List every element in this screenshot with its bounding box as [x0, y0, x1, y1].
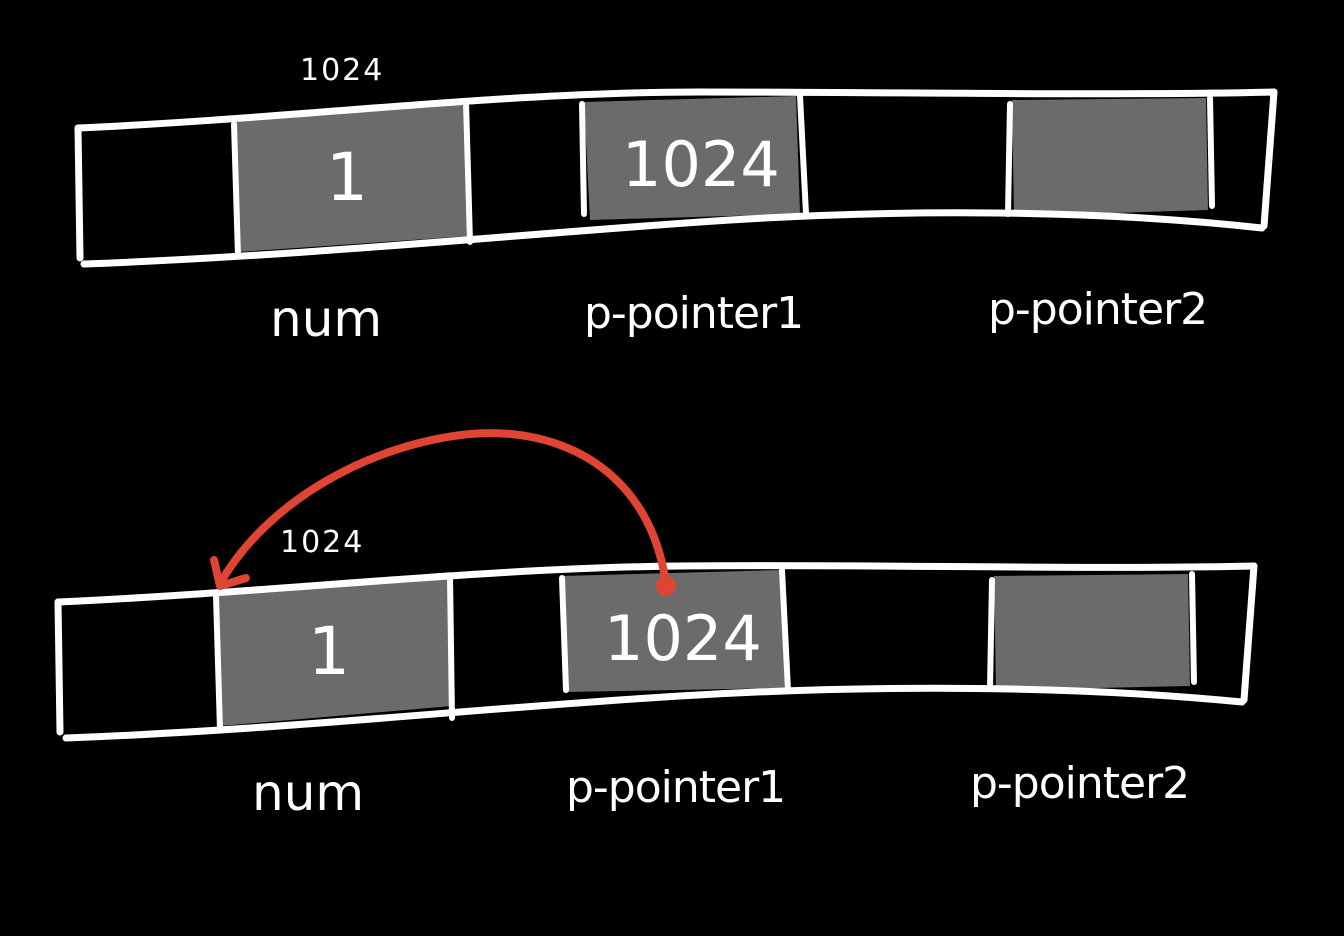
strip-bottom-edge-bottom — [62, 684, 1246, 742]
pointer-arrow — [210, 429, 676, 596]
p-pointer1-cell-fill-top — [584, 96, 800, 220]
strip-top-edge-bottom — [54, 562, 1258, 606]
divider-6-bottom — [1189, 571, 1197, 685]
divider-3-top — [579, 101, 587, 217]
memory-strip-top: 1024 1 1024 num p-pointer1 p-pointer2 — [74, 53, 1278, 348]
divider-4-top — [797, 93, 809, 217]
pointer-arrowhead — [210, 556, 250, 590]
strip-top-edge-top — [74, 88, 1278, 132]
p-pointer1-value-top: 1024 — [622, 128, 780, 201]
p-pointer1-label-top: p-pointer1 — [584, 288, 803, 339]
divider-3-bottom — [559, 575, 569, 693]
p-pointer1-label-bottom: p-pointer1 — [566, 762, 785, 813]
p-pointer1-value-bottom: 1024 — [604, 602, 762, 675]
divider-6-top — [1207, 95, 1215, 209]
address-label-bottom: 1024 — [280, 525, 364, 560]
p-pointer2-label-top: p-pointer2 — [988, 284, 1207, 335]
strip-bottom-edge-top — [80, 209, 1266, 268]
strip-left-edge-bottom — [54, 598, 64, 736]
divider-5-top — [1005, 101, 1013, 217]
divider-1-top — [231, 121, 241, 259]
strip-right-edge-bottom — [1240, 562, 1258, 704]
num-cell-fill-top — [236, 98, 470, 252]
divider-2-bottom — [447, 573, 455, 721]
divider-2-top — [463, 99, 473, 245]
p-pointer2-label-bottom: p-pointer2 — [970, 758, 1189, 809]
num-cell-fill-bottom — [218, 572, 452, 726]
p-pointer1-cell-fill-bottom — [560, 570, 786, 692]
divider-1-bottom — [213, 593, 223, 733]
num-label-top: num — [270, 290, 382, 348]
strip-left-edge-top — [74, 124, 84, 262]
divider-4-bottom — [779, 567, 791, 693]
address-label-top: 1024 — [300, 53, 384, 88]
num-label-bottom: num — [252, 764, 364, 822]
num-value-bottom: 1 — [308, 613, 350, 690]
memory-strip-bottom: 1024 1 1024 num p-pointer1 p-pointer2 — [54, 429, 1258, 822]
pointer-arrow-curve — [218, 429, 670, 588]
p-pointer2-cell-fill-bottom — [994, 574, 1190, 690]
pointer-arrow-origin-dot — [656, 576, 676, 596]
p-pointer2-cell-fill-top — [1012, 98, 1208, 216]
divider-5-bottom — [987, 577, 995, 691]
strip-right-edge-top — [1260, 88, 1278, 230]
num-value-top: 1 — [326, 139, 368, 216]
